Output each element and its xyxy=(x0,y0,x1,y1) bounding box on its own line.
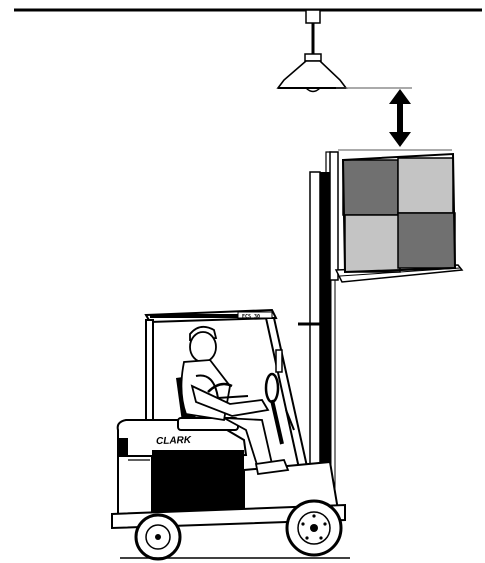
load-box-bottom-left xyxy=(345,215,400,272)
pallet-load xyxy=(343,154,455,272)
clearance-double-arrow-icon xyxy=(389,89,411,147)
load-box-bottom-right xyxy=(398,213,455,268)
ceiling-lamp-icon xyxy=(278,10,346,92)
model-label: ECS 30 xyxy=(242,314,260,320)
load-box-top-left xyxy=(343,160,398,215)
brand-logo: CLARK xyxy=(156,435,192,447)
battery-panel xyxy=(152,450,244,518)
rear-wheel xyxy=(136,515,180,559)
front-wheel xyxy=(287,501,341,555)
load-box-top-right xyxy=(398,158,453,213)
